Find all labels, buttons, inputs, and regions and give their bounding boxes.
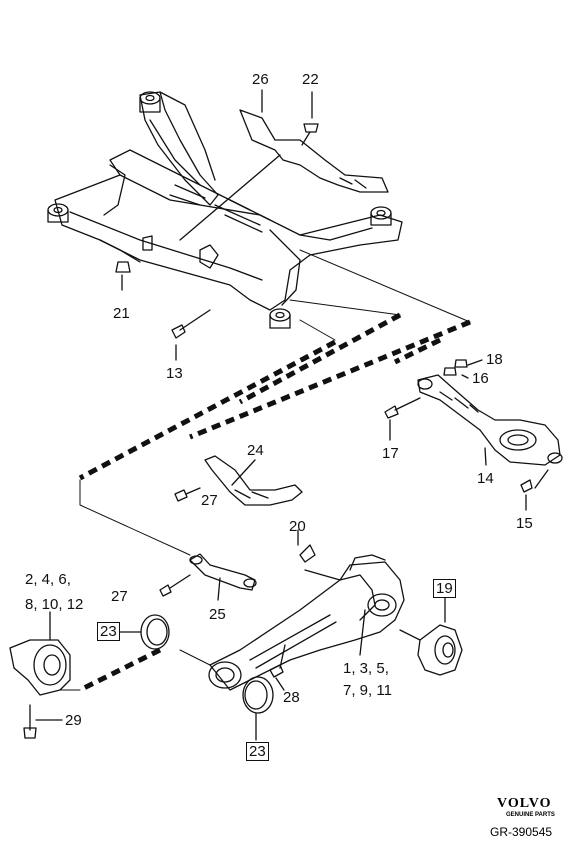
toe-link [159, 553, 257, 601]
callout-21: 21 [113, 305, 130, 322]
callout-22: 22 [302, 71, 319, 88]
callout-1-3-5: 1, 3, 5, [343, 660, 389, 677]
callout-29: 29 [65, 712, 82, 729]
callout-28: 28 [283, 689, 300, 706]
callout-8-10-12: 8, 10, 12 [25, 596, 84, 613]
callout-25: 25 [209, 606, 226, 623]
callout-24: 24 [247, 442, 264, 459]
callout-14: 14 [477, 470, 494, 487]
wheel-hub [399, 597, 463, 676]
callout-7-9-11: 7, 9, 11 [343, 682, 392, 699]
snap-ring-lower [242, 676, 274, 741]
callout-20: 20 [289, 518, 306, 535]
bolt-13 [171, 309, 211, 361]
rubber-bushing [9, 611, 71, 739]
rear-subframe [47, 91, 403, 329]
lower-control-arm [384, 359, 563, 511]
callout-27-upper: 27 [201, 492, 218, 509]
heat-shield [239, 89, 389, 193]
figure-reference: GR-390545 [490, 825, 553, 839]
callout-17: 17 [382, 445, 399, 462]
trailing-arm [208, 529, 405, 691]
phantom-lines [78, 312, 471, 693]
callout-27-lower: 27 [111, 588, 128, 605]
callout-18: 18 [486, 351, 503, 368]
callout-23-lower: 23 [246, 742, 269, 761]
callout-13: 13 [166, 365, 183, 382]
callout-19: 19 [433, 579, 456, 598]
snap-ring-upper [119, 614, 170, 650]
callout-23-upper: 23 [97, 622, 120, 641]
callout-26: 26 [252, 71, 269, 88]
genuine-parts-text: GENUINE PARTS [506, 812, 555, 818]
volvo-logo: VOLVO [497, 796, 552, 811]
callout-16: 16 [472, 370, 489, 387]
callout-2-4-6: 2, 4, 6, [25, 571, 71, 588]
upper-arm [174, 455, 303, 506]
callout-15: 15 [516, 515, 533, 532]
